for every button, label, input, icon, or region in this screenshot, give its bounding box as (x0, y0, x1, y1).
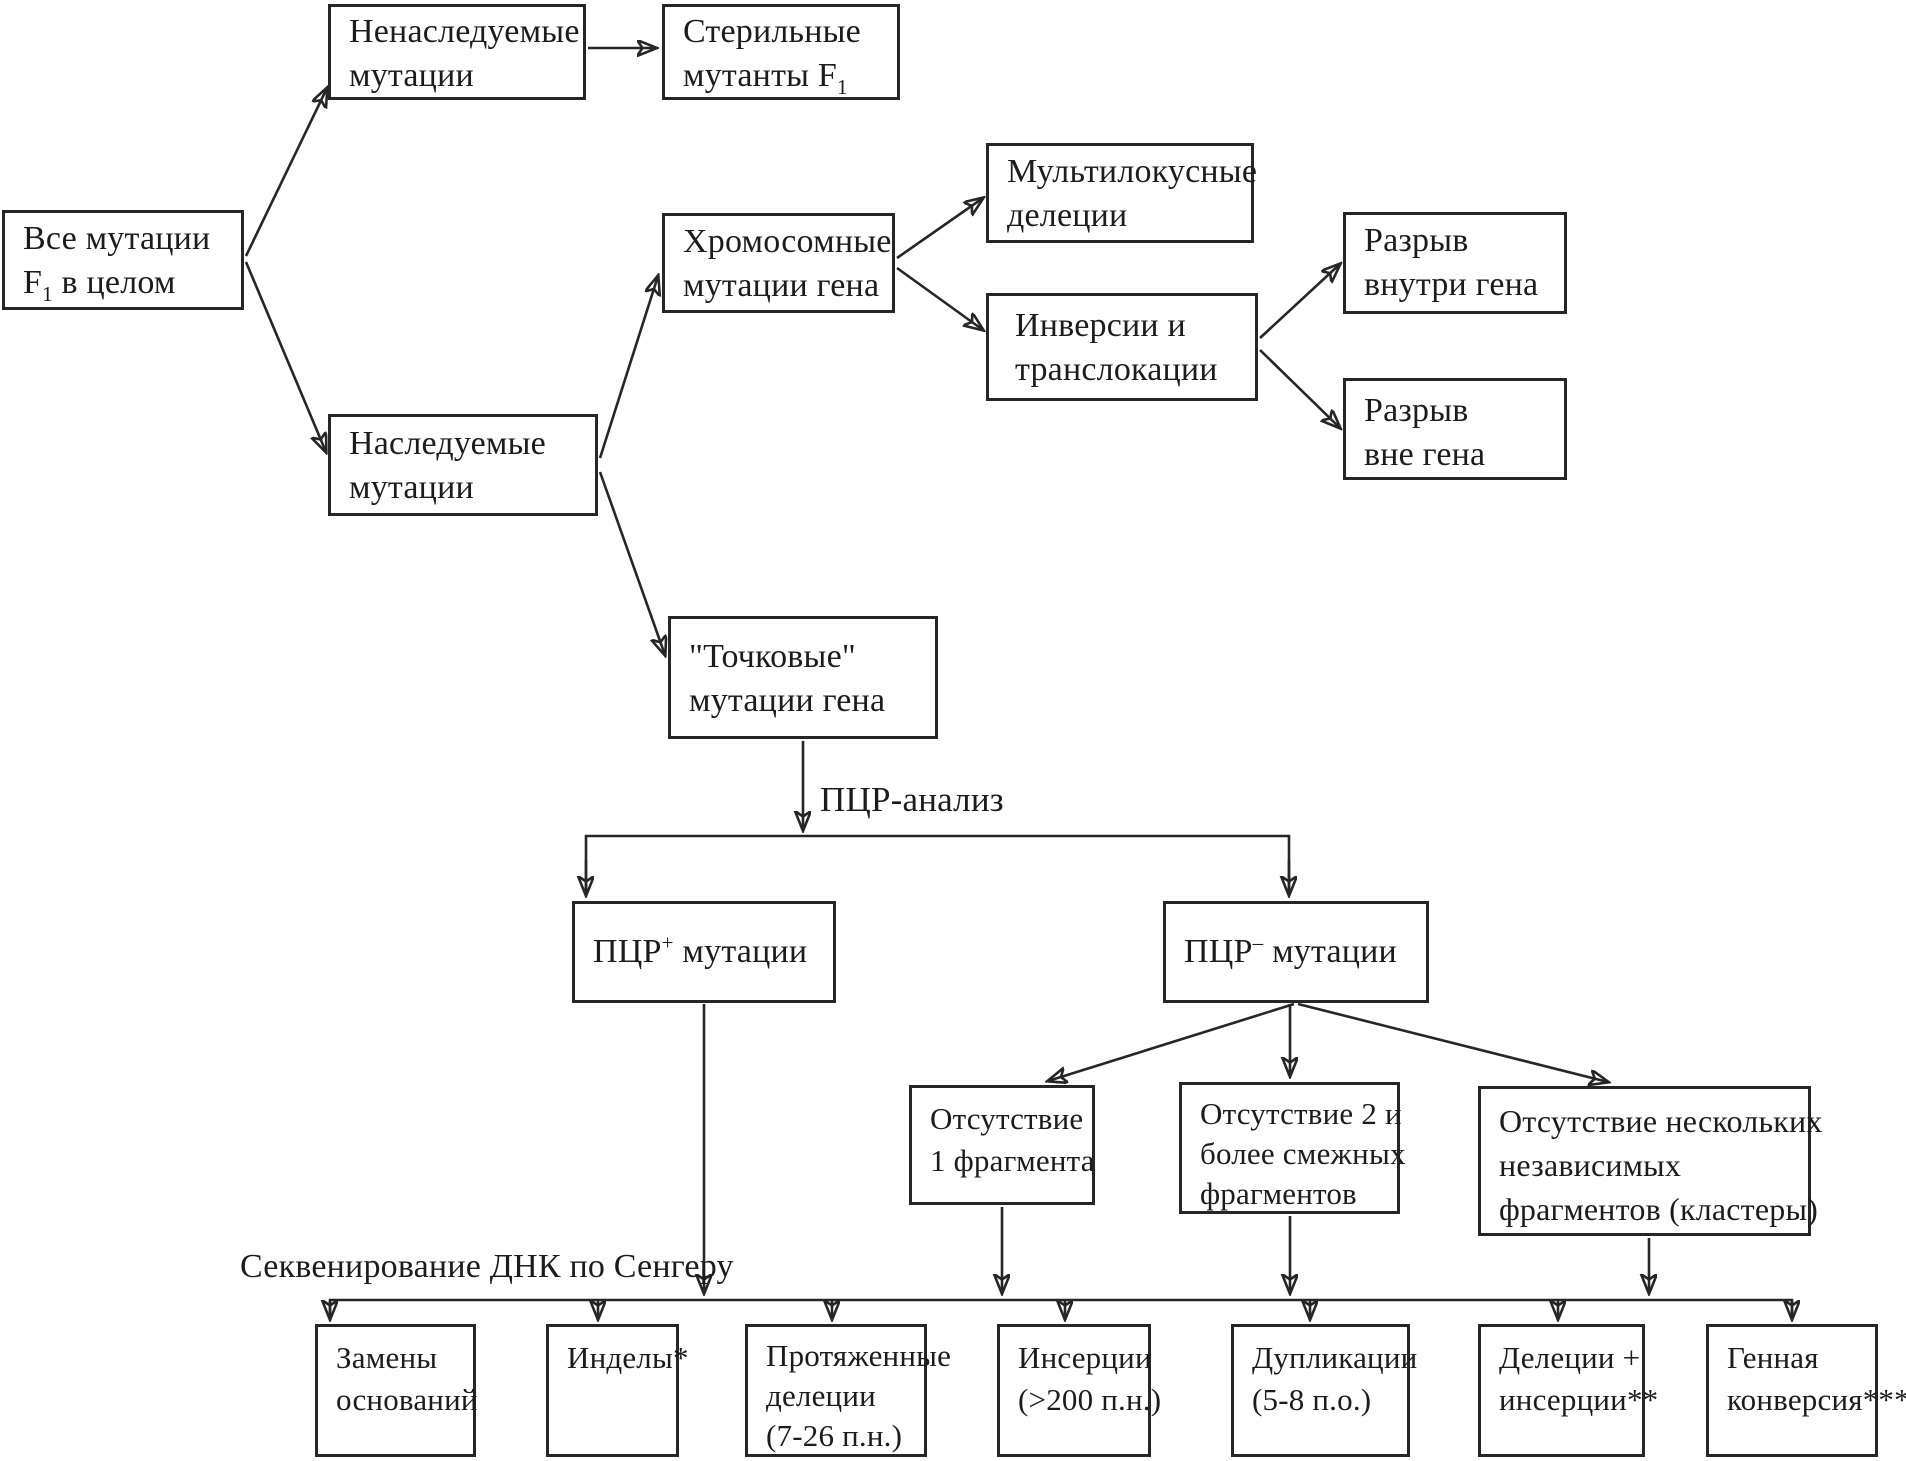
box-deletions-plus-insertions: Делеции + инсерции** (1478, 1324, 1659, 1457)
box-insertions: Инсерции (>200 п.н.) (997, 1324, 1162, 1457)
box-text-line: (5-8 п.о.) (1252, 1382, 1372, 1417)
box-text-line: Инделы* (567, 1340, 689, 1375)
arrow-inherited-to-point (598, 471, 665, 655)
arrow-inversions-to-break-outside (1259, 349, 1340, 428)
box-text-line: более смежных (1200, 1136, 1406, 1171)
arrow-inversions-to-break-inside (1259, 264, 1340, 339)
box-text-line: Протяженные (766, 1338, 952, 1373)
box-text-line: конверсия*** (1727, 1382, 1906, 1417)
box-chromosomal-mutations: Хромосомные мутации гена (662, 213, 895, 313)
sequencing-bus (328, 1298, 1794, 1312)
box-pcr-plus-mutations: ПЦР+ мутации (572, 901, 836, 1003)
box-text-line: Ненаследуемые (349, 13, 580, 50)
box-text-line: Отсутствие 2 и (1200, 1096, 1402, 1131)
box-break-outside-gene: Разрыв вне гена (1343, 378, 1567, 480)
box-text-line: Делеции + (1499, 1340, 1641, 1375)
box-text-line: фрагментов (1200, 1176, 1357, 1211)
arrow-pcrminus-to-absence1 (1048, 1002, 1295, 1081)
box-multilocus-deletions: Мультилокусные делеции (986, 143, 1258, 243)
box-text-line: Разрыв (1364, 392, 1469, 429)
box-all-mutations: Все мутации F1 в целом (2, 210, 244, 310)
box-text-line: F1 в целом (23, 264, 176, 306)
label-pcr-analysis: ПЦР-анализ (820, 780, 1004, 819)
box-text-line: фрагментов (кластеры) (1499, 1191, 1819, 1227)
box-text-line: Разрыв (1364, 222, 1469, 259)
box-text-line: Дупликации (1252, 1340, 1418, 1375)
box-text-line: Хромосомные (683, 223, 892, 260)
arrow-all-to-noninherited (244, 88, 327, 257)
box-text-line: (7-26 п.н.) (766, 1418, 903, 1453)
box-text-line: независимых (1499, 1147, 1682, 1183)
box-text-line: Стерильные (683, 13, 861, 50)
box-text-line: мутации (349, 469, 474, 506)
box-inversions-translocations: Инверсии и транслокации (986, 293, 1258, 401)
box-text-line: Все мутации (23, 220, 211, 257)
box-text-line: (>200 п.н.) (1018, 1382, 1162, 1417)
box-base-substitutions: Замены оснований (315, 1324, 478, 1457)
box-break-inside-gene: Разрыв внутри гена (1343, 212, 1567, 314)
box-absence-1-fragment: Отсутствие 1 фрагмента (909, 1085, 1095, 1205)
box-text-line: Отсутствие нескольких (1499, 1103, 1823, 1139)
box-text-line: делеции (1007, 197, 1128, 234)
box-absence-2-adjacent: Отсутствие 2 и более смежных фрагментов (1179, 1082, 1406, 1214)
box-text-line: ПЦР+ мутации (593, 930, 808, 970)
pcr-bus (584, 834, 1291, 893)
arrow-chromosomal-to-inversions (896, 266, 983, 330)
box-text-line: мутации (349, 57, 474, 94)
arrow-inherited-to-chromosomal (598, 276, 658, 459)
box-text-line: Инсерции (1018, 1340, 1152, 1375)
box-point-mutations: "Точковые" мутации гена (668, 616, 938, 739)
box-long-deletions: Протяженные делеции (7-26 п.н.) (745, 1324, 952, 1457)
box-indels: Инделы* (546, 1324, 689, 1457)
box-text-line: внутри гена (1364, 266, 1539, 303)
box-text-line: 1 фрагмента (930, 1143, 1095, 1178)
box-text-line: Инверсии и (1015, 307, 1186, 344)
box-text-line: ПЦР– мутации (1184, 930, 1397, 970)
box-pcr-minus-mutations: ПЦР– мутации (1163, 901, 1429, 1003)
label-sanger-sequencing: Секвенирование ДНК по Сенгеру (240, 1248, 734, 1285)
box-gene-conversion: Генная конверсия*** (1706, 1324, 1906, 1457)
box-absence-independent-clusters: Отсутствие нескольких независимых фрагме… (1478, 1086, 1823, 1236)
box-text-line: Замены (336, 1340, 438, 1375)
box-text-line: мутации гена (683, 267, 880, 304)
box-text-line: Мультилокусные (1007, 153, 1258, 190)
box-text-line: Отсутствие (930, 1101, 1084, 1136)
box-text-line: оснований (336, 1382, 478, 1417)
box-duplications: Дупликации (5-8 п.о.) (1231, 1324, 1418, 1457)
box-text-line: мутанты F1 (683, 57, 848, 99)
box-non-inherited: Ненаследуемые мутации (328, 4, 586, 100)
arrow-pcrminus-to-clusters (1297, 1002, 1608, 1082)
box-sterile-mutants: Стерильные мутанты F1 (662, 4, 900, 100)
arrow-all-to-inherited (244, 261, 326, 452)
box-inherited: Наследуемые мутации (328, 414, 598, 516)
box-text-line: делеции (766, 1378, 876, 1413)
box-text-line: вне гена (1364, 436, 1486, 473)
arrow-chromosomal-to-multilocus (896, 198, 983, 260)
box-text-line: инсерции** (1499, 1382, 1659, 1417)
box-text-line: мутации гена (689, 682, 886, 719)
box-text-line: Наследуемые (349, 425, 546, 462)
box-text-line: Генная (1727, 1340, 1819, 1375)
box-text-line: "Точковые" (689, 638, 856, 675)
box-text-line: транслокации (1015, 351, 1218, 388)
